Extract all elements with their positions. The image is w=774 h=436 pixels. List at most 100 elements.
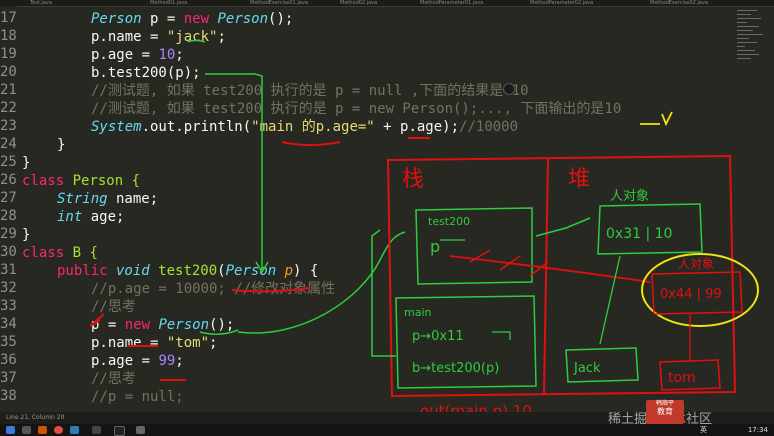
- tab[interactable]: Method02.java: [340, 0, 378, 6]
- ref-arrow: [535, 217, 591, 237]
- browser-icon[interactable]: [54, 426, 63, 434]
- flow-arrow: [205, 73, 263, 270]
- line-number: 37: [0, 370, 17, 386]
- status-text: Line 21, Column 20: [6, 414, 65, 421]
- highlight-circle: [641, 253, 759, 327]
- underline-mark: [231, 287, 311, 293]
- code-line: class B {: [22, 245, 98, 261]
- memory-region: [386, 154, 737, 398]
- code-comment: //思考: [91, 371, 136, 387]
- line-number: 25: [0, 154, 17, 170]
- line-number: 32: [0, 280, 17, 296]
- code-comment: //p = null;: [91, 389, 184, 405]
- line-number: 26: [0, 172, 17, 188]
- line-number: 23: [0, 118, 17, 134]
- code-line: Person p = new Person();: [91, 11, 294, 27]
- line-number: 31: [0, 262, 17, 278]
- line-number: 22: [0, 100, 17, 116]
- arrow-mark: [89, 313, 105, 327]
- code-comment: //p.age = 10000; //修改对象属性: [91, 281, 336, 297]
- check-mark: [640, 111, 673, 127]
- ime-indicator[interactable]: 英: [700, 426, 707, 434]
- line-number: 30: [0, 244, 17, 260]
- code-line: p = new Person();: [91, 317, 235, 333]
- test200-frame: [415, 207, 533, 285]
- tab[interactable]: Method01.java: [150, 0, 188, 6]
- heap-object-fields: 0x44 | 99: [660, 287, 722, 302]
- stack-label: 栈: [402, 167, 424, 192]
- ref-arrow: [449, 255, 651, 283]
- code-line: public void test200(Person p) {: [57, 263, 319, 279]
- code-line: }: [57, 137, 66, 153]
- code-line: }: [22, 155, 31, 171]
- code-line: String name;: [57, 191, 159, 207]
- line-number: 35: [0, 334, 17, 350]
- main-b-label: b→test200(p): [412, 361, 499, 376]
- main-frame: [395, 295, 537, 389]
- test200-frame-label: test200: [428, 215, 470, 228]
- pointer-cursor: [503, 83, 515, 95]
- cross-out: [469, 249, 549, 277]
- line-number: 28: [0, 208, 17, 224]
- line-number: 27: [0, 190, 17, 206]
- code-comment: //测试题, 如果 test200 执行的是 p = new Person();…: [91, 101, 622, 117]
- logo: 韩顺平 教育: [646, 400, 684, 424]
- start-icon[interactable]: [6, 426, 15, 434]
- string-tom-label: tom: [668, 370, 696, 386]
- underline-mark: [281, 141, 341, 146]
- editor-icon[interactable]: [92, 426, 101, 434]
- line-number: 33: [0, 298, 17, 314]
- line-number: 21: [0, 82, 17, 98]
- code-line: p.age = 10;: [91, 47, 184, 63]
- string-jack-label: Jack: [573, 361, 601, 376]
- status-bar: Line 21, Column 20: [0, 412, 774, 424]
- underline-mark: [187, 39, 206, 43]
- line-number-gutter: 17 18 19 20 21 22 23 24 25 26 27 28 29 3…: [0, 6, 17, 424]
- string-tom-box: [659, 359, 721, 391]
- code-comment: //思考: [91, 299, 136, 315]
- heap-object-label: 人对象: [610, 189, 649, 204]
- code-line: p.name = "jack";: [91, 29, 226, 45]
- line-number: 17: [0, 10, 17, 26]
- test200-p-label: p: [430, 237, 440, 256]
- code-line: b.test200(p);: [91, 65, 201, 81]
- tab[interactable]: MethodParameter02.java: [530, 0, 594, 6]
- line-number: 24: [0, 136, 17, 152]
- code-line: int age;: [57, 209, 125, 225]
- clock: 17:34: [747, 426, 768, 434]
- line-number: 19: [0, 46, 17, 62]
- heap-object-fields: 0x31 | 10: [606, 226, 672, 242]
- code-line: }: [22, 227, 31, 243]
- heap-label: 堆: [568, 167, 590, 192]
- main-frame-label: main: [404, 306, 432, 319]
- tab[interactable]: MethodParameter01.java: [420, 0, 484, 6]
- line-number: 18: [0, 28, 17, 44]
- tab[interactable]: Test.java: [30, 0, 52, 6]
- main-p-label: p→0x11: [412, 329, 464, 344]
- underline-mark: [199, 329, 239, 335]
- app-icon[interactable]: [38, 426, 47, 434]
- line-number: 29: [0, 226, 17, 242]
- line-number: 20: [0, 64, 17, 80]
- code-comment: //测试题, 如果 test200 执行的是 p = null ,下面的结果是 …: [91, 83, 529, 99]
- heap-object-1: [597, 203, 703, 255]
- editor-tab-bar: Test.java Method01.java MethodExercise01…: [0, 0, 774, 7]
- minimap[interactable]: [735, 6, 774, 96]
- code-line: class Person {: [22, 173, 141, 189]
- line-number: 38: [0, 388, 17, 404]
- tab[interactable]: MethodExercise02.java: [650, 0, 708, 6]
- flow-arrow: [371, 229, 396, 357]
- string-jack-box: [565, 347, 639, 383]
- line-number: 34: [0, 316, 17, 332]
- line-number: 36: [0, 352, 17, 368]
- app-icon[interactable]: [22, 426, 31, 434]
- app-icon[interactable]: [70, 426, 79, 434]
- heap-object-2: [651, 271, 743, 315]
- terminal-icon[interactable]: [114, 426, 125, 436]
- flow-arrow: [237, 231, 406, 334]
- tab[interactable]: MethodExercise01.java: [250, 0, 308, 6]
- app-icon[interactable]: [136, 426, 145, 434]
- code-line: p.age = 99;: [91, 353, 184, 369]
- stack-heap-divider: [543, 157, 549, 395]
